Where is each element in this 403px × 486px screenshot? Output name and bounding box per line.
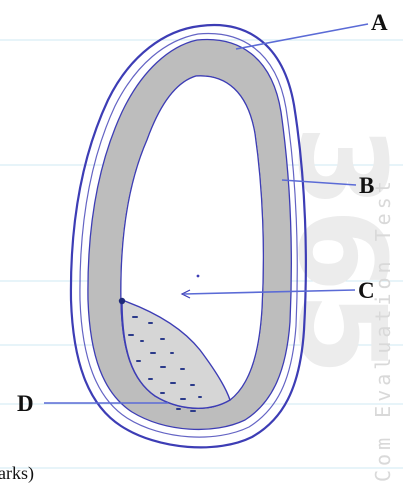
label-c: C: [358, 278, 375, 303]
label-a: A: [371, 10, 388, 35]
footer-marks-text: arks): [0, 463, 34, 484]
cavity-dot: [197, 275, 200, 278]
label-d: D: [17, 391, 34, 416]
watermark-side-text: Com Evaluation Test: [371, 177, 395, 482]
embryo-tip: [119, 298, 125, 304]
label-b: B: [359, 173, 374, 198]
